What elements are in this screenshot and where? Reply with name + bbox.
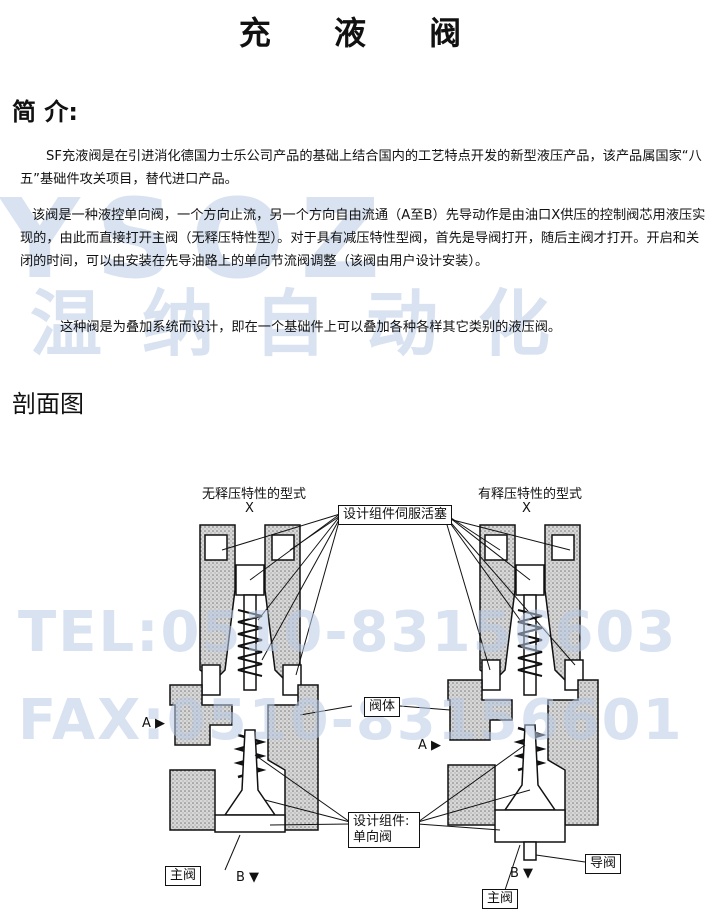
cross-section-diagram: [169, 513, 599, 891]
left-valve-drawing: [169, 524, 319, 833]
callout-check-line-2: 单向阀: [353, 830, 393, 845]
callout-check-line-1: 设计组件:: [353, 814, 410, 829]
callout-main-valve-right: 主阀: [482, 889, 519, 909]
port-x-left: X: [245, 501, 254, 516]
watermark-fax: FAX:0510-83156601: [18, 688, 684, 753]
intro-paragraph-3: 这种阀是为叠加系统而设计，即在一个基础件上可以叠加各种各样其它类别的液压阀。: [60, 320, 562, 335]
intro-paragraph-1: SF充液阀是在引进消化德国力士乐公司产品的基础上结合国内的工艺特点开发的新型液压…: [20, 149, 702, 187]
watermark-company: 温纳自动化: [30, 282, 591, 366]
intro-heading: 简 介:: [12, 98, 78, 126]
callout-pilot-valve: 导阀: [585, 854, 622, 874]
page-title: 充 液 阀: [238, 14, 488, 52]
callout-valve-body: 阀体: [364, 697, 401, 717]
right-caption: 有释压特性的型式: [478, 487, 583, 502]
port-x-right: X: [522, 501, 531, 516]
port-b-right: B ▼: [510, 866, 534, 881]
watermark-logo: YSOZ: [0, 175, 397, 303]
intro-paragraph-2: 该阀是一种液控单向阀，一个方向止流，另一个方向自由流通（A至B）先导动作是由油口…: [20, 208, 706, 269]
leader-lines: [221, 513, 586, 891]
left-caption: 无释压特性的型式: [202, 487, 307, 502]
port-b-left: B ▼: [236, 870, 260, 885]
callout-main-valve-left: 主阀: [165, 866, 202, 886]
section-heading: 剖面图: [12, 390, 84, 418]
port-a-right: A ▶: [418, 738, 442, 753]
watermark-tel: TEL:0510-83156603: [18, 600, 678, 665]
port-a-left: A ▶: [142, 716, 166, 731]
callout-check-valve: 设计组件: 单向阀: [348, 812, 420, 848]
callout-servo-piston: 设计组件伺服活塞: [338, 505, 453, 525]
